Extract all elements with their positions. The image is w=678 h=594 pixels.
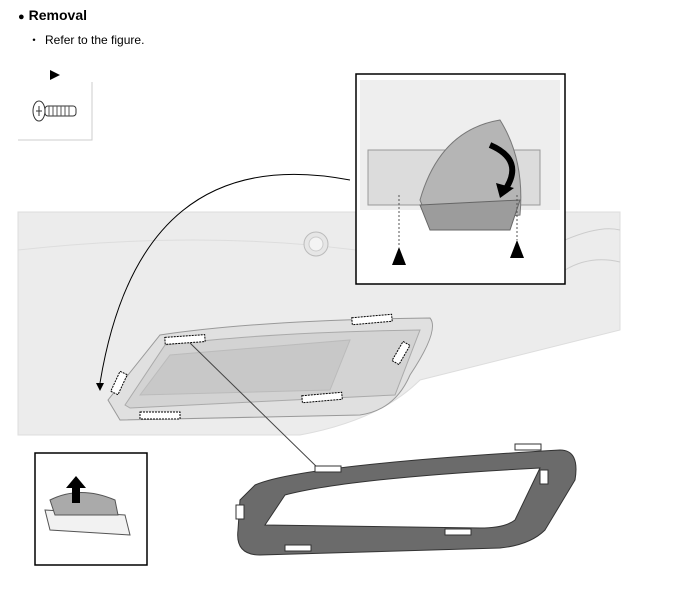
bezel-part <box>235 443 577 556</box>
triangle-marker-icon <box>50 70 60 80</box>
triangle-marker-icon <box>510 240 524 258</box>
screw-icon <box>32 100 77 122</box>
clip-locations <box>110 313 411 420</box>
instruction-text: Refer to the figure. <box>45 33 145 47</box>
detail-inset <box>355 73 566 285</box>
bullet: ● <box>18 11 25 23</box>
arrow-head-icon <box>96 383 104 391</box>
heading-text: Removal <box>28 7 88 23</box>
screw-legend <box>18 70 93 141</box>
instruction-marker: ・ <box>28 33 41 47</box>
rotate-arrow-icon <box>496 183 514 198</box>
triangle-marker-icon <box>392 247 406 265</box>
clip-release-arrow-icon <box>72 485 80 503</box>
instruction: ・ Refer to the figure. <box>28 31 144 48</box>
section-heading: ●Removal <box>18 7 87 23</box>
clip-inset <box>34 452 148 566</box>
